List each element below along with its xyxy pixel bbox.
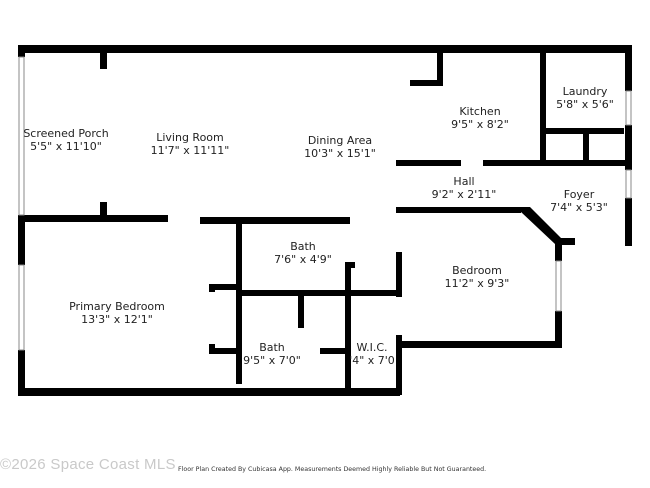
room-dims: 5'5" x 11'10" xyxy=(30,140,102,153)
room-dims: 9'5" x 7'0" xyxy=(243,354,301,367)
walls xyxy=(18,45,632,396)
room-name: W.I.C. xyxy=(356,341,388,354)
room-dims: 11'2" x 9'3" xyxy=(444,277,510,290)
room-name: Bedroom xyxy=(452,264,502,277)
room-name: Bath xyxy=(290,240,316,253)
room-dims: 9'5" x 8'2" xyxy=(451,118,509,131)
room-name: Primary Bedroom xyxy=(69,300,165,313)
room-name: Screened Porch xyxy=(23,127,109,140)
room-dims: 7'4" x 5'3" xyxy=(550,201,608,214)
room-dims: 7'6" x 4'9" xyxy=(274,253,332,266)
room-name: Kitchen xyxy=(459,105,501,118)
room-label-wic: W.I.C.'4" x 7'0 xyxy=(349,341,395,367)
room-dims: 10'3" x 15'1" xyxy=(304,147,376,160)
disclaimer-text: Floor Plan Created By Cubicasa App. Meas… xyxy=(178,466,487,473)
room-dims: 9'2" x 2'11" xyxy=(431,188,497,201)
room-name: Foyer xyxy=(563,188,595,201)
room-name: Hall xyxy=(453,175,475,188)
copyright-watermark: ©2026 Space Coast MLS xyxy=(0,456,176,473)
room-name: Laundry xyxy=(562,85,608,98)
room-dims: 5'8" x 5'6" xyxy=(556,98,614,111)
windows xyxy=(18,56,632,351)
room-dims: '4" x 7'0 xyxy=(349,354,395,367)
room-name: Bath xyxy=(259,341,285,354)
room-dims: 13'3" x 12'1" xyxy=(81,313,153,326)
room-name: Dining Area xyxy=(307,134,373,147)
room-dims: 11'7" x 11'11" xyxy=(150,144,230,157)
room-name: Living Room xyxy=(156,131,224,144)
